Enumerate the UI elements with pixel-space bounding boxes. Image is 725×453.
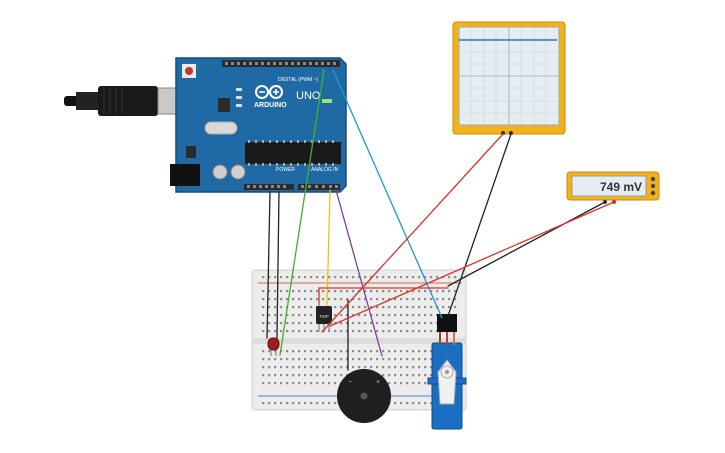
- usb-plug-tip: [64, 96, 78, 106]
- power-led: [322, 99, 332, 103]
- voltage-regulator: [218, 98, 230, 112]
- wire-red-scope[interactable]: [321, 133, 504, 333]
- dc-power-jack: [170, 164, 200, 186]
- capacitor: [230, 164, 246, 180]
- arduino-uno-board[interactable]: DIGITAL (PWM ~) ARDUINO UNO POWER: [170, 57, 347, 193]
- wire-black-gnd-2[interactable]: [276, 191, 280, 339]
- scope-probe-terminal[interactable]: [501, 131, 505, 135]
- power-header[interactable]: [244, 184, 294, 190]
- digital-label: DIGITAL (PWM ~): [278, 77, 318, 83]
- wire-purple[interactable]: [335, 189, 383, 357]
- multimeter-reading: 749 mV: [600, 180, 642, 194]
- svg-text:−: −: [348, 379, 352, 386]
- multimeter-terminal[interactable]: [650, 176, 656, 182]
- arduino-model: UNO: [296, 90, 321, 102]
- atmega-chip: [245, 142, 341, 164]
- temperature-sensor[interactable]: TMP: [316, 306, 332, 332]
- capacitor: [212, 164, 228, 180]
- wire-red-rail[interactable]: [318, 287, 449, 306]
- piezo-buzzer[interactable]: − +: [337, 369, 391, 423]
- buzzer-center: [360, 392, 368, 400]
- wire-red-meter[interactable]: [329, 201, 615, 327]
- led-red[interactable]: [267, 337, 280, 356]
- crystal-oscillator: [204, 121, 238, 135]
- sensor-body: [316, 306, 332, 324]
- multimeter[interactable]: 749 mV: [566, 171, 660, 204]
- scope-probe-terminal[interactable]: [509, 131, 513, 135]
- servo-connector: [437, 314, 457, 332]
- sensor-label: TMP: [319, 314, 329, 319]
- analog-header[interactable]: [298, 184, 340, 190]
- oscilloscope[interactable]: [452, 21, 566, 135]
- wire-black-meter[interactable]: [447, 201, 606, 287]
- wire-black-gnd[interactable]: [266, 191, 271, 339]
- reset-button-cap[interactable]: [185, 67, 193, 75]
- multimeter-display: [571, 175, 647, 197]
- usb-connector: [98, 86, 158, 116]
- analog-label: ANALOG IN: [311, 167, 339, 173]
- wire-green[interactable]: [279, 69, 325, 356]
- svg-text:+: +: [376, 379, 380, 386]
- power-label: POWER: [276, 167, 295, 173]
- usb-cable-body: [76, 92, 100, 110]
- wire-yellow[interactable]: [326, 189, 331, 306]
- usb-cable[interactable]: [64, 86, 189, 116]
- arduino-brand: ARDUINO: [254, 102, 287, 109]
- breadboard[interactable]: [251, 269, 467, 411]
- servo-motor[interactable]: [427, 314, 467, 430]
- arduino-logo-icon: [255, 85, 283, 99]
- led-dome: [267, 337, 280, 351]
- multimeter-terminal[interactable]: [650, 183, 656, 189]
- wire-blue[interactable]: [332, 69, 443, 319]
- multimeter-terminal[interactable]: [650, 190, 656, 196]
- wire-black-scope[interactable]: [447, 133, 512, 317]
